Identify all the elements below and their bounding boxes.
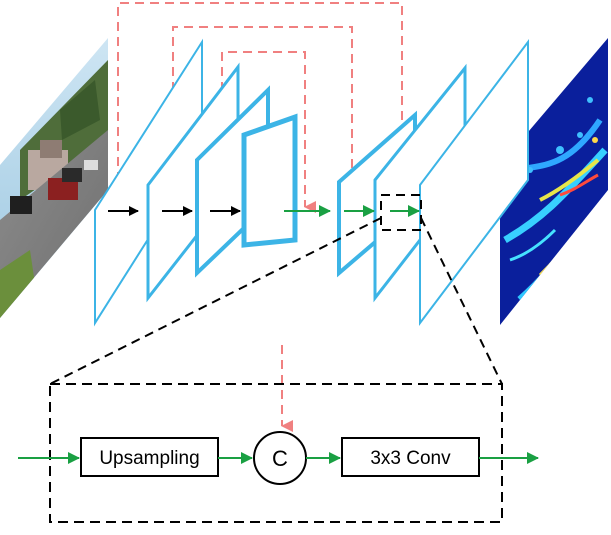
- detail-panel-border: [49, 383, 503, 523]
- decoder-layer-3: [419, 39, 529, 326]
- zoom-indicator: [49, 194, 503, 385]
- encoder-layers: [94, 38, 298, 327]
- skip-connection-outer: [117, 2, 413, 213]
- conv-label: 3x3 Conv: [370, 448, 451, 469]
- upsampling-label: Upsampling: [99, 448, 199, 469]
- zoom-projection-left: [49, 217, 382, 385]
- upsampling-block: Upsampling: [80, 437, 219, 477]
- encoder-layer-4: [241, 113, 298, 248]
- concat-node: C: [253, 431, 307, 485]
- zoom-projection-right: [420, 217, 503, 385]
- zoom-focus-box: [380, 194, 422, 231]
- concat-label: C: [272, 446, 288, 471]
- conv-block: 3x3 Conv: [341, 437, 480, 477]
- decoder-layers: [337, 39, 529, 326]
- input-image: [0, 38, 108, 318]
- skip-connection-inner: [221, 51, 316, 213]
- detail-panel: Upsampling C 3x3 Conv: [18, 383, 539, 523]
- skip-connections: [117, 2, 413, 432]
- skip-connection-middle: [172, 26, 363, 213]
